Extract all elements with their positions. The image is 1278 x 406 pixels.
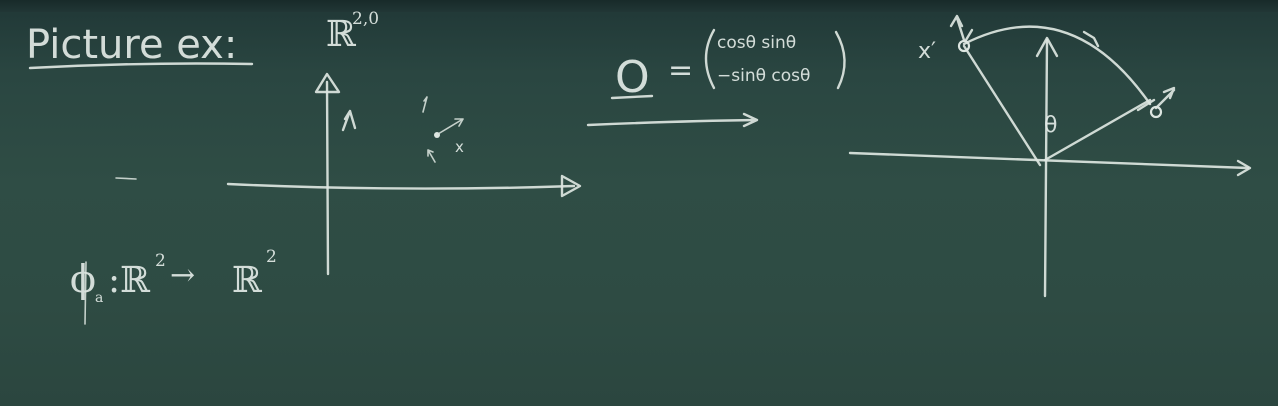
map-symbol: ϕ: [70, 257, 96, 301]
heading-text: Picture ex:: [26, 22, 237, 68]
rotated-point-vectors: [949, 14, 974, 42]
left-x-axis: [226, 182, 576, 190]
small-upward-arrow: [341, 109, 357, 132]
tick-mark: [115, 177, 137, 180]
right-x-axis: [848, 151, 1250, 170]
matrix-row-1: cosθ sinθ: [717, 33, 796, 53]
matrix-right-paren: [834, 30, 846, 90]
map-symbol-stroke: [84, 261, 87, 325]
heading-underline: [28, 62, 254, 70]
board-top-rail: [0, 0, 1278, 12]
map-arrow: →: [170, 258, 195, 293]
matrix-equals: =: [668, 53, 693, 88]
right-x-axis-arrow: [1236, 159, 1252, 177]
vector-down: [427, 149, 436, 163]
space-symbol: ℝ: [326, 14, 357, 55]
right-y-axis-arrow: [1035, 36, 1059, 58]
left-y-axis: [325, 80, 330, 276]
space-superscript: 2,0: [352, 9, 379, 29]
angle-label: θ: [1044, 113, 1057, 138]
left-x-axis-arrow: [560, 174, 582, 198]
original-point-vectors: [1136, 86, 1176, 112]
map-domain-exponent: 2: [155, 251, 166, 271]
map-codomain-exponent: 2: [266, 247, 277, 267]
original-vector-line: [1043, 98, 1152, 162]
arc-arrowhead: [1082, 30, 1100, 48]
map-codomain: ℝ: [232, 260, 263, 301]
matrix-row-2: −sinθ cosθ: [717, 66, 810, 86]
transform-arrow: [586, 112, 759, 128]
rotation-arc: [962, 25, 1152, 106]
matrix-lhs-underline: [610, 94, 654, 100]
right-y-axis: [1043, 38, 1049, 298]
vector-up: [422, 96, 428, 113]
rotated-vector-line: [962, 44, 1042, 167]
rotated-point-label: x′: [918, 39, 936, 64]
point-label-x: x: [455, 138, 464, 156]
map-domain: :ℝ: [108, 260, 151, 301]
matrix-left-paren: [704, 28, 716, 90]
map-subscript: a: [95, 290, 103, 306]
matrix-lhs: O: [615, 52, 650, 103]
left-y-axis-arrow: [314, 72, 341, 94]
vector-right: [437, 118, 464, 135]
